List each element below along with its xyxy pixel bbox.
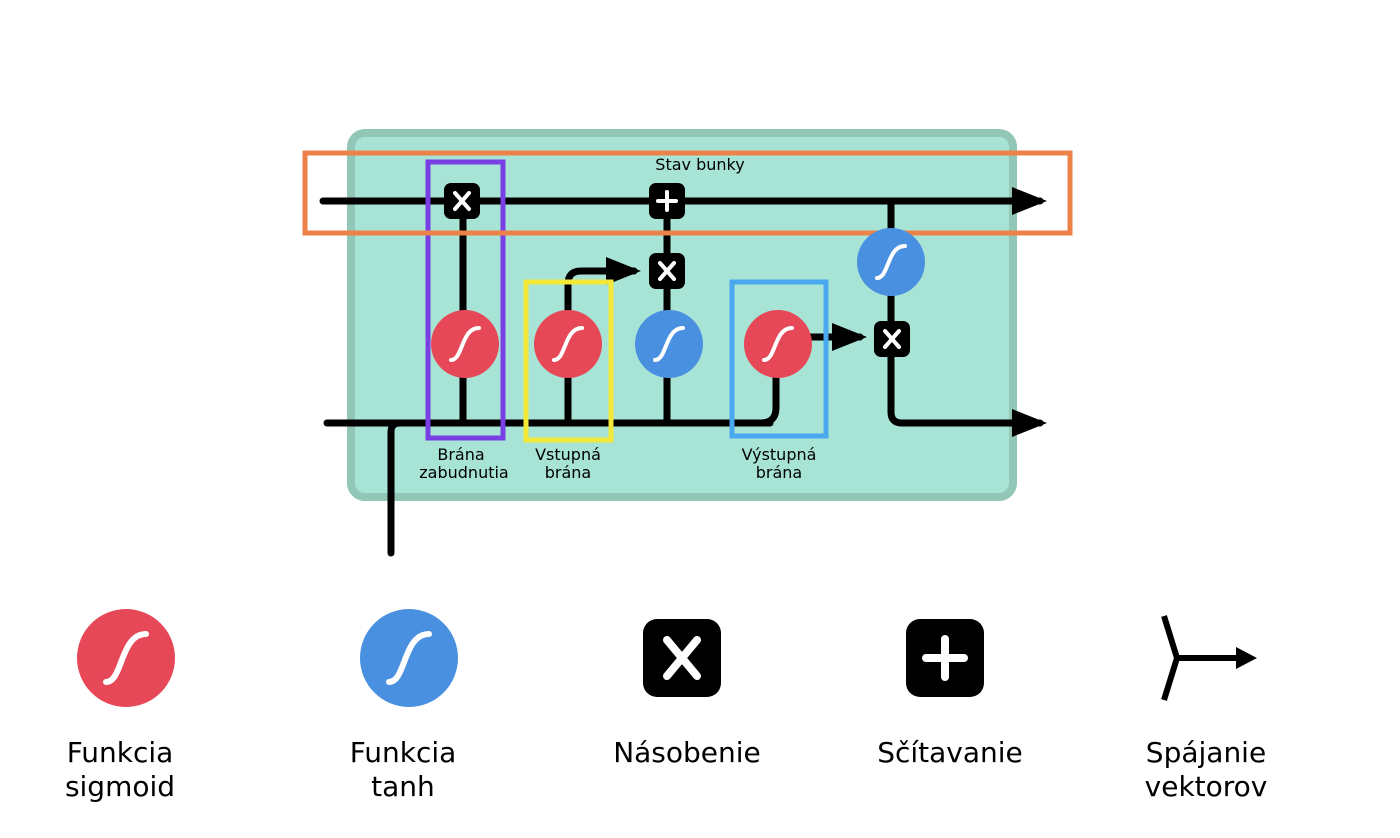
legend-tanh-label-line2: tanh: [371, 770, 435, 803]
candidate-tanh-icon: [635, 310, 703, 378]
forget-sigmoid-icon: [431, 310, 499, 378]
input-multiply-icon: [649, 253, 685, 289]
legend-multiply-label: Násobenie: [613, 736, 761, 769]
output-sigmoid-icon: [744, 310, 812, 378]
wires: [319, 187, 1047, 557]
output-gate-label-line1: Výstupná: [742, 445, 817, 464]
legend-sigmoid-icon: [77, 609, 175, 707]
legend-sigmoid-label-line1: Funkcia: [67, 736, 174, 769]
input-gate-box: [523, 279, 614, 443]
legend-add-icon: [906, 619, 984, 697]
input-gate-label-line2: brána: [545, 463, 591, 482]
legend-multiply-icon: [643, 619, 721, 697]
legend-concat-label-line1: Spájanie: [1146, 736, 1266, 769]
output-multiply-icon: [874, 321, 910, 357]
output-line: [887, 336, 1047, 437]
legend-add-label: Sčítavanie: [877, 736, 1023, 769]
forget-gate-label-line2: zabudnutia: [419, 463, 508, 482]
forget-gate-label-line1: Brána: [437, 445, 484, 464]
xt-input-line: [387, 419, 404, 557]
legend-tanh-icon: [360, 609, 458, 707]
cell-state-box: [302, 150, 1073, 236]
cell-state-label: Stav bunky: [655, 155, 744, 174]
legend-concat-label-line2: vektorov: [1145, 770, 1268, 803]
forget-gate-box: [425, 159, 506, 441]
legend-concat-icon: [1161, 615, 1257, 701]
output-gate-label-line2: brána: [756, 463, 802, 482]
state-add-icon: [649, 183, 685, 219]
legend-tanh-label-line1: Funkcia: [350, 736, 457, 769]
input-gate-label-line1: Vstupná: [535, 445, 601, 464]
input-sigmoid-icon: [534, 310, 602, 378]
state-tanh-icon: [857, 228, 925, 296]
forget-multiply-icon: [444, 183, 480, 219]
legend-sigmoid-label-line2: sigmoid: [65, 770, 175, 803]
output-gate-box: [729, 279, 829, 439]
